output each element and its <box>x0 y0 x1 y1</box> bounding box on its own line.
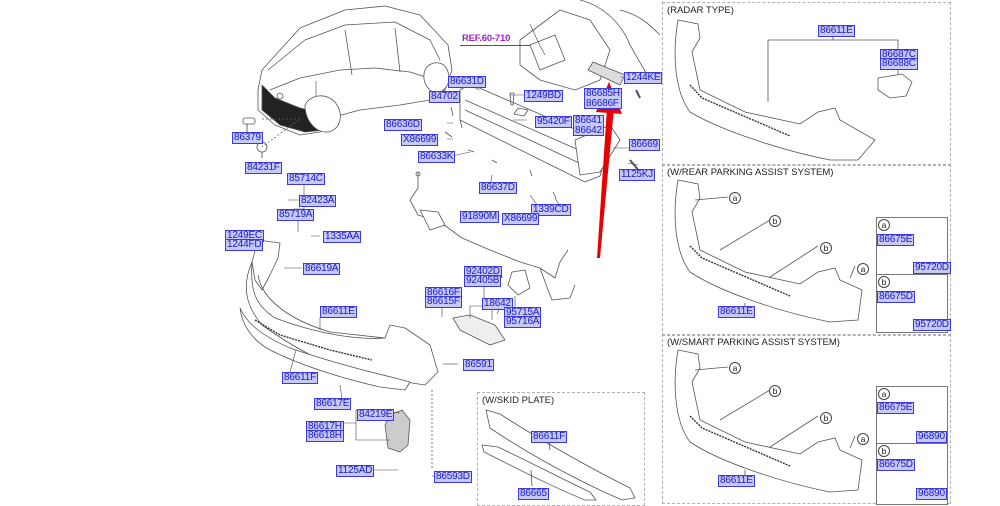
wiring-harness <box>409 171 576 301</box>
inset-marker-a: a <box>878 388 890 400</box>
rear-inset-sensor-95720D[interactable]: 95720D <box>913 262 951 274</box>
marker-a: a <box>857 263 869 275</box>
skid-label-86665[interactable]: 86665 <box>518 488 549 500</box>
part-label-86636D[interactable]: 86636D <box>384 119 422 131</box>
part-label-86611F[interactable]: 86611F <box>282 372 318 384</box>
smart-bumper-label-86611E[interactable]: 86611E <box>718 475 755 487</box>
part-label-85719A[interactable]: 85719A <box>277 209 315 221</box>
part-label-86593D[interactable]: 86593D <box>434 471 472 483</box>
smart-parking-title: (W/SMART PARKING ASSIST SYSTEM) <box>667 337 840 348</box>
marker-a: a <box>729 362 741 374</box>
part-label-1244FD[interactable]: 1244FD <box>225 239 264 251</box>
part-label-86617E[interactable]: 86617E <box>314 398 352 410</box>
part-label-86379[interactable]: 86379 <box>232 132 263 144</box>
rear-parking-section <box>662 164 951 336</box>
lower-garnish <box>239 307 411 391</box>
part-label-1125KJ[interactable]: 1125KJ <box>619 169 655 181</box>
part-label-95420F[interactable]: 95420F <box>535 116 572 128</box>
part-label-86611E[interactable]: 86611E <box>320 306 357 318</box>
part-label-86619A[interactable]: 86619A <box>303 263 341 275</box>
part-label-84231F[interactable]: 84231F <box>245 162 282 174</box>
part-label-X86699-bottom[interactable]: X86699 <box>502 213 540 225</box>
part-label-86615F[interactable]: 86615F <box>425 296 462 308</box>
rear-inset-bracket-86675D[interactable]: 86675D <box>877 291 915 303</box>
part-label-1249BD[interactable]: 1249BD <box>524 90 563 102</box>
part-label-84702[interactable]: 84702 <box>429 91 460 103</box>
radar-type-section <box>662 2 951 166</box>
rear-parking-title: (W/REAR PARKING ASSIST SYSTEM) <box>667 167 834 178</box>
part-label-86633K[interactable]: 86633K <box>418 151 456 163</box>
reflector-part <box>452 314 506 346</box>
bumper-cover <box>245 261 439 386</box>
part-label-85714C[interactable]: 85714C <box>287 173 325 185</box>
part-label-95716A[interactable]: 95716A <box>504 316 542 328</box>
part-label-1125AD[interactable]: 1125AD <box>336 465 375 477</box>
emblem-part <box>242 117 256 125</box>
smart-inset-sensor-96890[interactable]: 96890 <box>916 431 947 443</box>
part-label-1339CD[interactable]: 1339CD <box>531 204 571 216</box>
smart-parking-bumper <box>674 349 863 493</box>
part-label-1335AA[interactable]: 1335AA <box>323 231 362 243</box>
vehicle-illustration <box>257 5 453 136</box>
marker-b: b <box>820 412 832 424</box>
part-label-84219E[interactable]: 84219E <box>357 409 395 421</box>
part-label-86669[interactable]: 86669 <box>629 139 660 151</box>
marker-b: b <box>769 385 781 397</box>
skid-plate <box>481 409 636 501</box>
marker-b: b <box>820 242 832 254</box>
part-label-91890M[interactable]: 91890M <box>460 211 499 223</box>
part-label-86685H[interactable]: 86685H 86686F <box>584 88 622 109</box>
radar-label-86611E[interactable]: 86611E <box>818 25 855 37</box>
part-label-86591[interactable]: 86591 <box>463 359 494 371</box>
ref-link[interactable]: REF.60-710 <box>462 33 511 44</box>
smart-inset-bracket-86675D[interactable]: 86675D <box>877 459 915 471</box>
part-label-X86699-top[interactable]: X86699 <box>401 134 439 146</box>
ref-underline <box>460 45 530 46</box>
inset-marker-a: a <box>878 219 890 231</box>
rear-bumper-label-86611E[interactable]: 86611E <box>718 306 755 318</box>
bracket-part <box>587 61 626 86</box>
radar-type-title: (RADAR TYPE) <box>667 5 734 16</box>
part-label-92405B[interactable]: 92405B <box>464 275 502 287</box>
skid-plate-title: (W/SKID PLATE) <box>482 395 555 406</box>
smart-inset-sensor-96890-b[interactable]: 96890 <box>916 488 947 500</box>
rear-inset-sensor-95720D-b[interactable]: 95720D <box>913 319 951 331</box>
marker-a: a <box>857 433 869 445</box>
smart-inset-bracket-86675E[interactable]: 86675E <box>877 402 915 414</box>
radar-label-86688C[interactable]: 86688C <box>880 58 918 70</box>
control-module <box>507 269 531 296</box>
part-label-86641[interactable]: 86641 86642 <box>573 115 604 136</box>
inset-marker-b: b <box>878 276 890 288</box>
rear-inset-bracket-86675E[interactable]: 86675E <box>877 234 915 246</box>
radar-bumper <box>674 19 913 161</box>
skid-plate-section <box>477 392 645 506</box>
part-label-1244KE[interactable]: 1244KE <box>624 72 663 84</box>
skid-label-86611F[interactable]: 86611F <box>531 431 567 443</box>
part-label-86618H[interactable]: 86618H <box>306 430 344 442</box>
part-label-82423A[interactable]: 82423A <box>299 195 337 207</box>
inset-marker-b: b <box>878 445 890 457</box>
part-label-86631D[interactable]: 86631D <box>448 76 486 88</box>
rear-parking-bumper <box>674 179 863 323</box>
marker-a: a <box>729 192 741 204</box>
marker-b: b <box>769 215 781 227</box>
part-label-86637D[interactable]: 86637D <box>479 182 517 194</box>
